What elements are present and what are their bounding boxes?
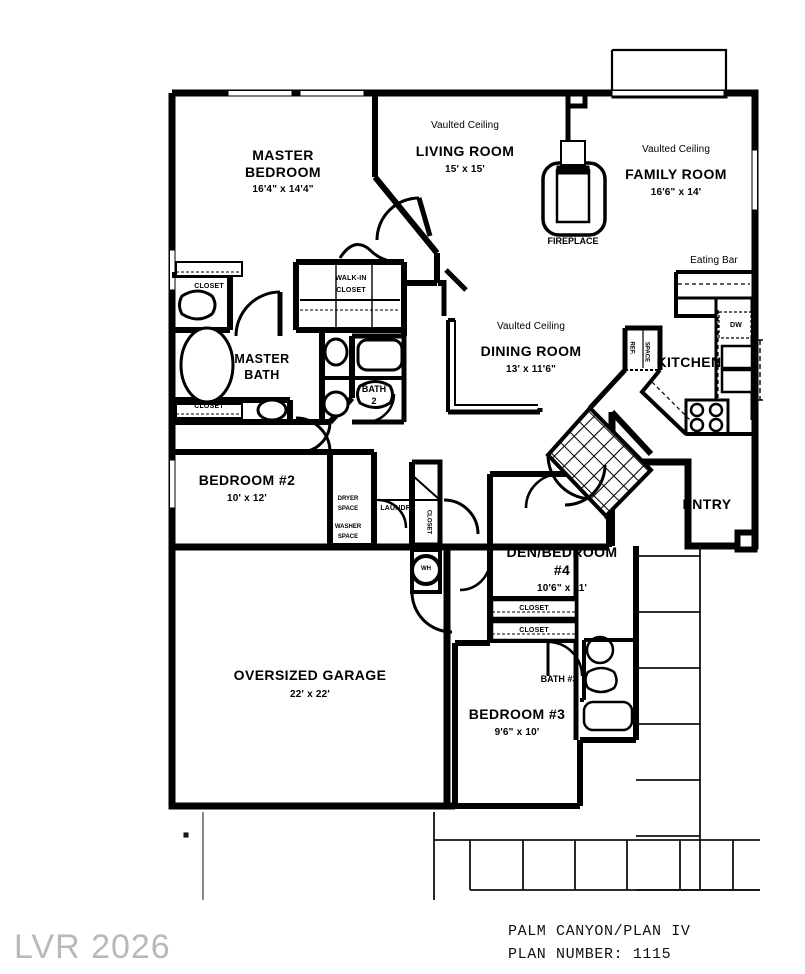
plan-title-line-2: PLAN NUMBER: 1115 bbox=[508, 945, 672, 963]
bath2-label-line1: BATH bbox=[361, 384, 387, 394]
fireplace-label: FIREPLACE bbox=[547, 236, 599, 246]
room-label-living-room: LIVING ROOM bbox=[415, 143, 515, 159]
dishwasher-label: DW bbox=[730, 322, 743, 329]
exterior-walls bbox=[168, 48, 763, 900]
watermark-lvr: LVR 2026 bbox=[14, 928, 171, 966]
window-bedroom2 bbox=[169, 459, 176, 509]
laundry-label: LAUNDRY bbox=[380, 505, 416, 512]
entry-tile-foyer bbox=[545, 405, 654, 546]
bath2-label-line2: 2 bbox=[371, 396, 377, 406]
room-label-entry: ENTRY bbox=[682, 496, 732, 512]
door-swings bbox=[295, 196, 561, 634]
dryer-space-label-line2: SPACE bbox=[337, 506, 359, 512]
room-label-kitchen: KITCHEN bbox=[656, 354, 722, 370]
room-dim-dining-room: 13' x 11'6" bbox=[505, 364, 557, 375]
room-dim-family-room: 16'6" x 14' bbox=[650, 187, 702, 198]
room-dim-den-bedroom-4: 10'6" x 11' bbox=[536, 583, 588, 594]
refrigerator-space-label-line1: REF. bbox=[628, 341, 635, 355]
plan-title-block: PALM CANYON/PLAN IV PLAN NUMBER: 1115 bbox=[508, 921, 690, 966]
room-label-den-bedroom-4-line2: #4 bbox=[553, 562, 571, 578]
fireplace bbox=[541, 140, 607, 237]
closet-label-laundry: CLOSET bbox=[425, 509, 432, 535]
room-label-bedroom-3: BEDROOM #3 bbox=[468, 706, 566, 722]
room-dim-master-bedroom: 16'4" x 14'4" bbox=[252, 184, 314, 195]
room-label-bedroom-2: BEDROOM #2 bbox=[198, 472, 296, 488]
room-label-master-bedroom-line1: MASTER bbox=[252, 147, 314, 163]
lower-right-block bbox=[452, 462, 758, 809]
dryer-space-label-line1: DRYER bbox=[337, 496, 359, 502]
washer-space-label-line2: SPACE bbox=[337, 534, 359, 540]
fixtures-master-bath bbox=[175, 261, 288, 422]
walk-in-closet-label-line1: WALK-IN bbox=[335, 275, 367, 282]
interior-walls bbox=[172, 93, 612, 740]
refrigerator-space-label-line2: SPACE bbox=[643, 341, 650, 363]
room-dim-bedroom-3: 9'6" x 10' bbox=[494, 727, 540, 738]
closet-label-den-upper: CLOSET bbox=[519, 605, 549, 612]
hall-detail bbox=[448, 408, 543, 415]
room-label-garage: OVERSIZED GARAGE bbox=[233, 667, 387, 683]
room-label-master-bath-line2: BATH bbox=[244, 368, 280, 382]
plan-title-line-1: PALM CANYON/PLAN IV bbox=[508, 923, 691, 940]
window-family-room bbox=[751, 149, 758, 211]
room-dim-bedroom-2: 10' x 12' bbox=[227, 493, 267, 504]
room-label-master-bath-line1: MASTER bbox=[234, 352, 290, 366]
room-dim-living-room: 15' x 15' bbox=[445, 164, 485, 175]
fixtures-bath2 bbox=[300, 243, 404, 424]
kitchen-fixtures bbox=[588, 270, 763, 436]
room-dim-garage: 22' x 22' bbox=[290, 689, 330, 700]
closet-label-den-lower: CLOSET bbox=[519, 627, 549, 634]
windows-rear-wall bbox=[227, 90, 725, 97]
paver-walkway bbox=[433, 546, 760, 900]
vaulted-label-family-room: Vaulted Ceiling bbox=[641, 144, 711, 155]
vaulted-label-dining-room: Vaulted Ceiling bbox=[496, 321, 566, 332]
eating-bar-label: Eating Bar bbox=[690, 255, 738, 266]
window-left-wall bbox=[169, 249, 176, 291]
walk-in-closet-label-line2: CLOSET bbox=[336, 287, 366, 294]
closet-label-master-lower: CLOSET bbox=[194, 403, 224, 410]
closets-den bbox=[490, 598, 636, 732]
washer-space-label-line1: WASHER bbox=[334, 524, 362, 530]
room-label-master-bedroom-line2: BEDROOM bbox=[245, 164, 321, 180]
room-label-dining-room: DINING ROOM bbox=[480, 343, 582, 359]
closet-label-master-upper: CLOSET bbox=[194, 283, 224, 290]
bath3-label: BATH #3 bbox=[540, 674, 578, 684]
room-label-den-bedroom-4-line1: DEN/BEDROOM bbox=[506, 544, 618, 560]
vaulted-label-living-room: Vaulted Ceiling bbox=[430, 120, 500, 131]
water-heater-label: WH bbox=[421, 566, 431, 572]
room-label-family-room: FAMILY ROOM bbox=[625, 166, 727, 182]
